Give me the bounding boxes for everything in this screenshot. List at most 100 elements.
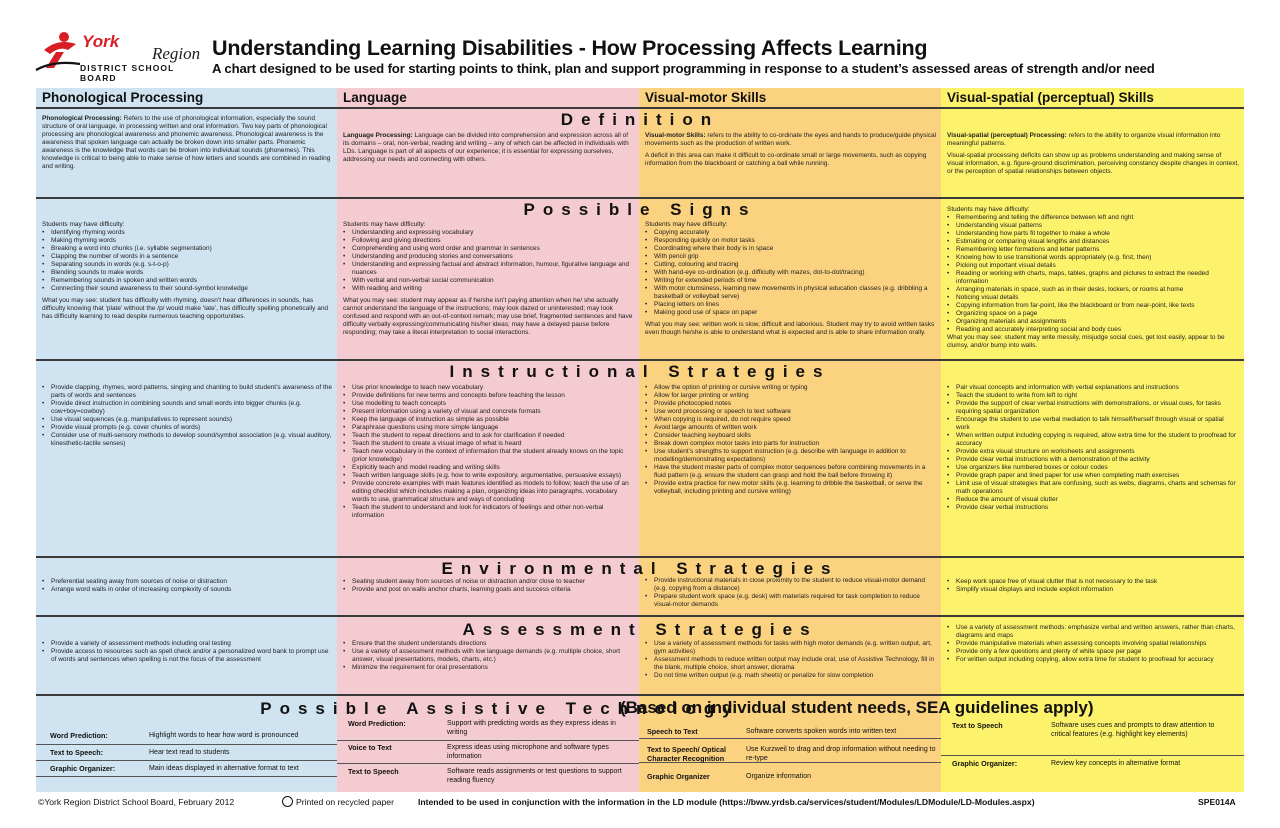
recycle-icon — [282, 796, 293, 807]
list-item: Do not time written output (e.g. math sh… — [645, 672, 937, 680]
logo-york-text: York — [82, 32, 120, 51]
at-label: Voice to Text — [348, 743, 392, 752]
list-item: Remembering sounds in spoken and written… — [42, 277, 332, 285]
at-label: Graphic Organizer: — [952, 759, 1018, 768]
environmental-visual-motor: Provide instructional materials in close… — [645, 577, 937, 614]
list-item: With pencil grip — [645, 253, 937, 261]
at-label: Text to Speech — [952, 721, 1003, 730]
list-item: Blending sounds to make words — [42, 269, 332, 277]
divider — [941, 755, 1244, 756]
list-item: Breaking a word into chunks (i.e. syllab… — [42, 245, 332, 253]
list-item: Separating sounds in words (e.g. s-t-o-p… — [42, 261, 332, 269]
at-text: Support with predicting words as they ex… — [447, 720, 616, 736]
list-item: Cutting, colouring and tracing — [645, 261, 937, 269]
list-item: When copying is required, do not require… — [645, 416, 937, 424]
list-item: Provide only a few questions and plenty … — [947, 648, 1239, 656]
at-label: Text to Speech/ Optical Character Recogn… — [647, 745, 726, 763]
assistive-phonological: Word Prediction: Highlight words to hear… — [36, 718, 337, 790]
list-item: Minimize the requirement for oral presen… — [343, 664, 635, 672]
list-item: Teach the student to write from left to … — [947, 392, 1239, 400]
page-title: Understanding Learning Disabilities - Ho… — [212, 36, 928, 60]
assessment-language: Ensure that the student understands dire… — [343, 640, 635, 692]
list-item: Copying information from far-point, like… — [947, 302, 1239, 310]
definition-phonological: Phonological Processing: Refers to the u… — [42, 115, 331, 170]
list-item: Paraphrase questions using more simple l… — [343, 424, 635, 432]
list-item: Use word processing or speech to text so… — [645, 408, 937, 416]
list-item: Provide extra visual structure on worksh… — [947, 448, 1239, 456]
at-label: Text to Speech — [348, 767, 399, 776]
divider — [639, 738, 941, 739]
list-item: Teach the student to create a visual ima… — [343, 440, 635, 448]
list-item: Noticing visual details — [947, 294, 1239, 302]
assessment-visual-motor: Use a variety of assessment methods for … — [645, 640, 937, 692]
list-item: Provide instructional materials in close… — [645, 577, 937, 593]
column-header-language: Language — [343, 90, 407, 105]
signs-language: Students may have difficulty: Understand… — [343, 221, 635, 357]
list-item: Use prior knowledge to teach new vocabul… — [343, 384, 635, 392]
recycled-text: Printed on recycled paper — [296, 797, 394, 807]
list-item: Keep the language of instruction as simp… — [343, 416, 635, 424]
chart-grid: Phonological Processing Language Visual-… — [36, 88, 1244, 792]
signs-phonological: Students may have difficulty: Identifyin… — [42, 221, 332, 357]
signs-visual-motor: Students may have difficulty: Copying ac… — [645, 221, 937, 357]
list-item: Provide visual prompts (e.g. cover chunk… — [42, 424, 332, 432]
list-item: Understanding and expressing factual and… — [343, 261, 635, 277]
list-item: Consider teaching keyboard skills — [645, 432, 937, 440]
list-item: Comprehending and using word order and g… — [343, 245, 635, 253]
list-item: Provide photocopied notes — [645, 400, 937, 408]
at-text: Software reads assignments or test quest… — [447, 768, 622, 784]
section-title-assistive: Possible Assistive Technology — [260, 699, 740, 718]
at-text: Software converts spoken words into writ… — [746, 728, 897, 735]
list-item: Teach new vocabulary in the context of i… — [343, 448, 635, 464]
definition-visual-motor: Visual-motor Skills: refers to the abili… — [645, 132, 937, 167]
logo-board-text: DISTRICT SCHOOL BOARD — [80, 63, 175, 83]
list-item: Break down complex motor tasks into part… — [645, 440, 937, 448]
list-item: Use a variety of assessment methods with… — [343, 648, 635, 664]
logo-figure-icon — [35, 32, 81, 71]
list-item: Clapping the number of words in a senten… — [42, 253, 332, 261]
list-item: Provide clear verbal instructions — [947, 504, 1239, 512]
ld-module-note: Intended to be used in conjunction with … — [418, 797, 1035, 807]
assistive-language: Word Prediction: Support with predicting… — [337, 718, 639, 790]
list-item: Use modelling to teach concepts — [343, 400, 635, 408]
list-item: Explicitly teach and model reading and w… — [343, 464, 635, 472]
section-title-assessment: Assessment Strategies — [462, 620, 818, 639]
list-item: Ensure that the student understands dire… — [343, 640, 635, 648]
list-item: Keep work space free of visual clutter t… — [947, 578, 1239, 586]
list-item: Use visual sequences (e.g. manipulatives… — [42, 416, 332, 424]
divider — [36, 107, 1244, 109]
list-item: Arrange word walls in order of increasin… — [42, 586, 332, 594]
list-item: Use organizers like numbered boxes or co… — [947, 464, 1239, 472]
logo-region-text: Region — [152, 44, 201, 63]
divider — [36, 760, 337, 761]
at-label: Graphic Organizer: — [50, 764, 116, 773]
at-text: Main ideas displayed in alternative form… — [149, 765, 299, 772]
at-text: Use Kurzweil to drag and drop informatio… — [746, 746, 936, 762]
list-item: Teach the student to repeat directions a… — [343, 432, 635, 440]
footer: ©York Region District School Board, Febr… — [0, 792, 1280, 828]
list-item: Estimating or comparing visual lengths a… — [947, 238, 1239, 246]
column-header-phonological: Phonological Processing — [42, 90, 204, 105]
list-item: Use a variety of assessment methods for … — [645, 640, 937, 656]
list-item: Simplify visual displays and include exp… — [947, 586, 1239, 594]
list-item: Provide and post on walls anchor charts,… — [343, 586, 635, 594]
list-item: Arranging materials in space, such as in… — [947, 286, 1239, 294]
list-item: Provide a variety of assessment methods … — [42, 640, 332, 648]
assessment-visual-spatial: Use a variety of assessment methods: emp… — [947, 624, 1239, 692]
list-item: Provide access to resources such as spel… — [42, 648, 332, 664]
instructional-phonological: Provide clapping, rhymes, word patterns,… — [42, 384, 332, 554]
list-item: Reading and accurately interpreting soci… — [947, 326, 1239, 334]
list-item: Prepare student work space (e.g. desk) w… — [645, 593, 937, 609]
list-item: Pair visual concepts and information wit… — [947, 384, 1239, 392]
list-item: Use a variety of assessment methods: emp… — [947, 624, 1239, 640]
list-item: Understanding and expressing vocabulary — [343, 229, 635, 237]
list-item: Copying accurately — [645, 229, 937, 237]
instructional-visual-motor: Allow the option of printing or cursive … — [645, 384, 937, 554]
list-item: Allow for larger printing or writing — [645, 392, 937, 400]
column-header-visual-motor: Visual-motor Skills — [645, 90, 767, 105]
divider — [36, 359, 1244, 361]
list-item: Understanding visual patterns — [947, 222, 1239, 230]
signs-visual-spatial: Students may have difficulty: Rememberin… — [947, 206, 1239, 358]
list-item: When written output including copying is… — [947, 432, 1239, 448]
list-item: Following and giving directions — [343, 237, 635, 245]
